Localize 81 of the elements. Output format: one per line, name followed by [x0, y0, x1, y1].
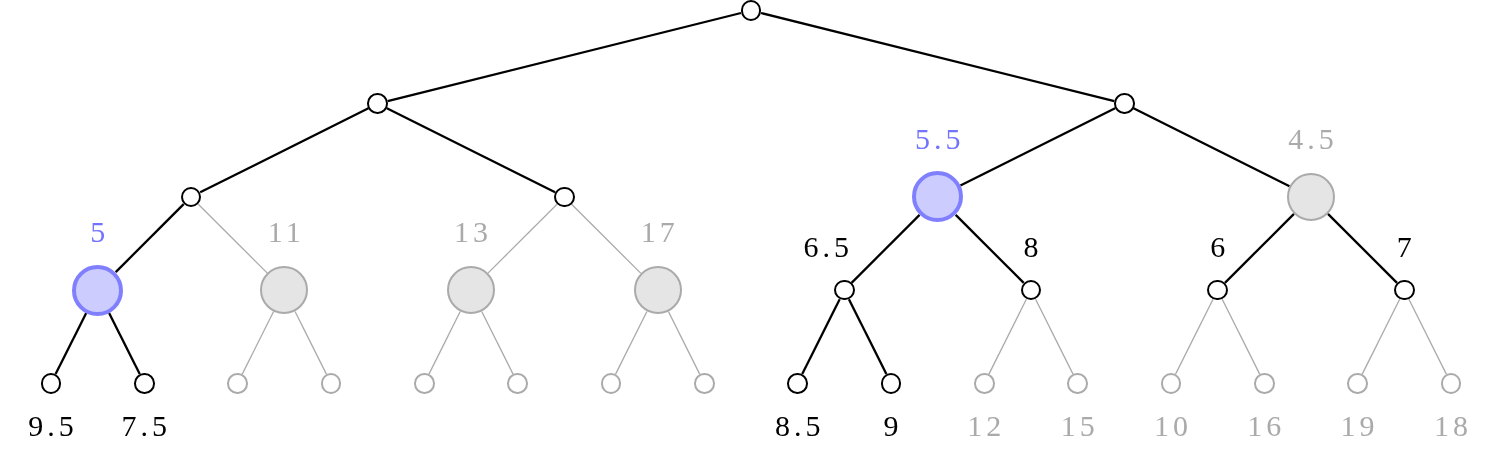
tree-edge: [1224, 213, 1295, 284]
tree-edge: [850, 214, 921, 284]
value-label: 13: [454, 217, 492, 248]
tree-node: [414, 373, 435, 394]
tree-edge: [959, 107, 1116, 187]
tree-node: [600, 373, 622, 394]
tree-edge: [294, 310, 328, 375]
value-label: 7.5: [121, 411, 172, 442]
tree-node: [554, 186, 575, 208]
value-label: 11: [267, 217, 305, 248]
value-label: 9.5: [28, 411, 78, 442]
tree-node: [320, 373, 342, 394]
tree-edge: [570, 203, 642, 274]
tree-edge: [988, 298, 1027, 375]
tree-node: [134, 373, 155, 394]
tree-edge: [954, 214, 1025, 284]
tree-node: [834, 279, 855, 301]
value-label: 9: [883, 411, 903, 442]
tree-edge: [801, 298, 841, 375]
tree-node: [507, 373, 528, 394]
tree-node: [227, 373, 248, 394]
value-label: 12: [967, 411, 1006, 442]
tree-edge: [614, 310, 648, 375]
tree-node: [1020, 279, 1042, 301]
tree-edge: [847, 298, 888, 375]
tree-edge: [199, 107, 369, 194]
tree-node: [1160, 373, 1182, 394]
tree-node: [1207, 279, 1228, 301]
tree-edge: [1034, 298, 1074, 375]
tree-edge: [197, 203, 268, 274]
tree-edge: [114, 203, 185, 273]
value-label: 10: [1153, 411, 1192, 442]
tree-node: [1440, 373, 1462, 394]
tree-node: [912, 171, 964, 223]
tree-node: [180, 186, 202, 208]
tree-edge: [387, 11, 742, 103]
tree-edge: [487, 203, 558, 274]
value-label: 4.5: [1288, 123, 1338, 154]
tree-edge: [667, 310, 701, 375]
tree-node: [72, 264, 124, 316]
tree-node: [740, 0, 762, 21]
value-label: 6: [1210, 232, 1230, 263]
tree-node: [974, 373, 995, 394]
value-label: 19: [1340, 411, 1379, 442]
tree-edge: [481, 310, 514, 375]
tree-node: [1067, 373, 1088, 394]
tree-node: [40, 373, 62, 394]
tree-edge: [1327, 213, 1398, 284]
value-label: 18: [1433, 411, 1472, 442]
tree-edge: [428, 310, 461, 375]
tree-node: [880, 373, 902, 394]
tree-edge: [1408, 298, 1447, 375]
tree-edge: [1174, 298, 1214, 375]
value-label: 8.5: [774, 411, 825, 442]
tree-node: [447, 266, 495, 315]
tree-node: [1347, 373, 1368, 394]
value-label: 5: [90, 217, 110, 248]
value-label: 15: [1060, 411, 1099, 442]
tree-node: [1114, 93, 1135, 114]
tree-edge: [54, 312, 88, 375]
tree-node: [633, 266, 682, 315]
tree-edge: [386, 107, 556, 194]
tree-node: [1394, 279, 1415, 301]
value-label: 8: [1023, 232, 1043, 263]
tree-edge: [241, 310, 275, 375]
tree-node: [787, 373, 808, 394]
value-label: 6.5: [803, 232, 854, 263]
value-label: 17: [640, 217, 679, 248]
tree-edge: [108, 312, 141, 375]
tree-node: [694, 373, 715, 394]
value-label: 16: [1247, 411, 1286, 442]
tree-edge: [1221, 298, 1261, 375]
tree-edge: [760, 11, 1115, 103]
tree-node: [260, 266, 309, 315]
tree-node: [1286, 172, 1335, 221]
value-label: 5.5: [914, 123, 965, 154]
tree-edge: [1133, 107, 1290, 188]
value-label: 7: [1396, 232, 1416, 263]
tree-node: [1254, 373, 1275, 394]
tree-node: [367, 93, 388, 114]
tree-edge: [1361, 298, 1401, 375]
